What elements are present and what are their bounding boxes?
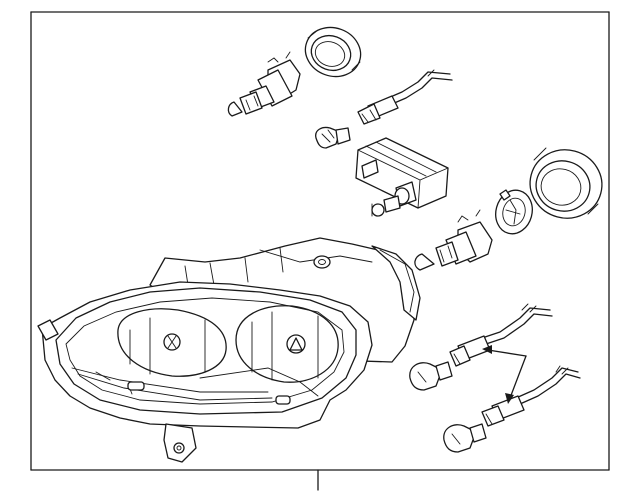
callout-arrow [482, 345, 527, 404]
leveling-motor[interactable] [355, 137, 449, 217]
lamp-center-left [163, 333, 181, 351]
diagram-frame [30, 11, 610, 491]
wedge-bulb-upper[interactable] [315, 126, 351, 149]
bulb-retainer-ring[interactable] [491, 186, 537, 238]
socket-harness-middle[interactable] [449, 303, 553, 367]
wedge-bulb-lower[interactable] [443, 423, 487, 453]
headlamp-bulb-upper[interactable] [227, 51, 301, 117]
dust-cap-lower[interactable] [522, 142, 609, 226]
headlamp-assembly[interactable] [37, 237, 421, 463]
dust-cap-upper[interactable] [298, 20, 367, 84]
lamp-center-right [286, 334, 306, 354]
headlamp-bulb-lower[interactable] [414, 209, 493, 271]
bulb-socket-harness-upper[interactable] [357, 69, 453, 125]
socket-harness-lower[interactable] [481, 365, 581, 427]
wedge-bulb-middle[interactable] [409, 361, 453, 391]
